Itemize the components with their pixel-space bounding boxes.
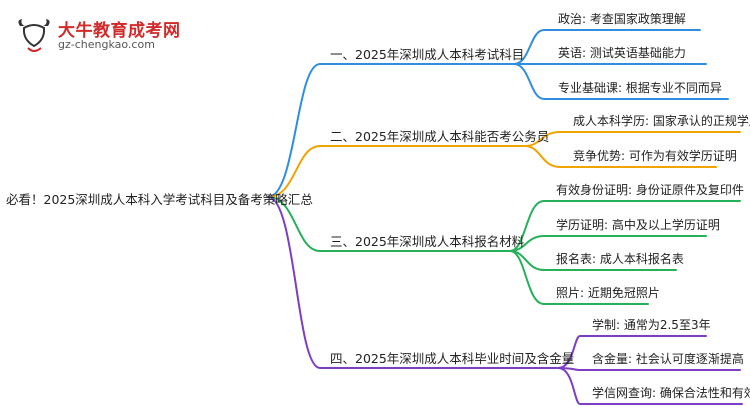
- leaf-chsi-check: 学信网查询: 确保合法性和有效性: [592, 386, 750, 400]
- branch-3-leaf-2-connector: [509, 235, 707, 252]
- branch-1-label: 一、2025年深圳成人本科考试科目: [330, 47, 525, 62]
- logo-title: 大牛教育成考网: [58, 21, 181, 41]
- leaf-education-proof: 学历证明: 高中及以上学历证明: [556, 218, 720, 232]
- leaf-english: 英语: 测试英语基础能力: [558, 46, 686, 60]
- branch-2-leaf-2-connector: [524, 145, 717, 168]
- leaf-major-course: 专业基础课: 根据专业不同而异: [558, 81, 722, 95]
- bull-logo-icon: [18, 19, 50, 52]
- leaf-application-form: 报名表: 成人本科报名表: [556, 252, 684, 266]
- branch-4-leaf-1-connector: [557, 335, 707, 369]
- branch-1-leaf-3-connector: [513, 63, 729, 100]
- site-logo[interactable]: 大牛教育成考网 gz-chengkao.com: [14, 14, 224, 58]
- branch-1-leaf-1-connector: [513, 29, 701, 65]
- root-topic: 必看！2025深圳成人本科入学考试科目及备考策略汇总: [6, 192, 313, 207]
- branch-4-label: 四、2025年深圳成人本科毕业时间及含金量: [330, 351, 575, 366]
- branch-2-connector: [267, 145, 526, 198]
- branch-3-leaf-4-connector: [509, 250, 649, 305]
- leaf-id-proof: 有效身份证明: 身份证原件及复印件: [556, 183, 744, 197]
- branch-3-leaf-1-connector: [509, 200, 741, 252]
- branch-2-label: 二、2025年深圳成人本科能否考公务员: [330, 129, 550, 144]
- branch-3-label: 三、2025年深圳成人本科报名材料: [330, 234, 525, 249]
- branch-1-connector: [267, 63, 515, 198]
- leaf-politics: 政治: 考查国家政策理解: [558, 12, 686, 26]
- leaf-photo: 照片: 近期免冠照片: [556, 286, 660, 300]
- leaf-degree-recognized: 成人本科学历: 国家承认的正规学历: [573, 114, 750, 128]
- leaf-duration: 学制: 通常为2.5至3年: [592, 318, 711, 332]
- branch-4-leaf-2-connector: [557, 367, 741, 371]
- branch-2-leaf-1-connector: [524, 131, 741, 147]
- branch-4-leaf-3-connector: [557, 367, 743, 405]
- logo-url: gz-chengkao.com: [58, 38, 155, 51]
- leaf-competitive-advantage: 竞争优势: 可作为有效学历证明: [573, 149, 737, 163]
- branch-4-connector: [267, 196, 559, 369]
- leaf-value: 含金量: 社会认可度逐渐提高: [592, 352, 744, 366]
- branch-3-connector: [267, 196, 511, 252]
